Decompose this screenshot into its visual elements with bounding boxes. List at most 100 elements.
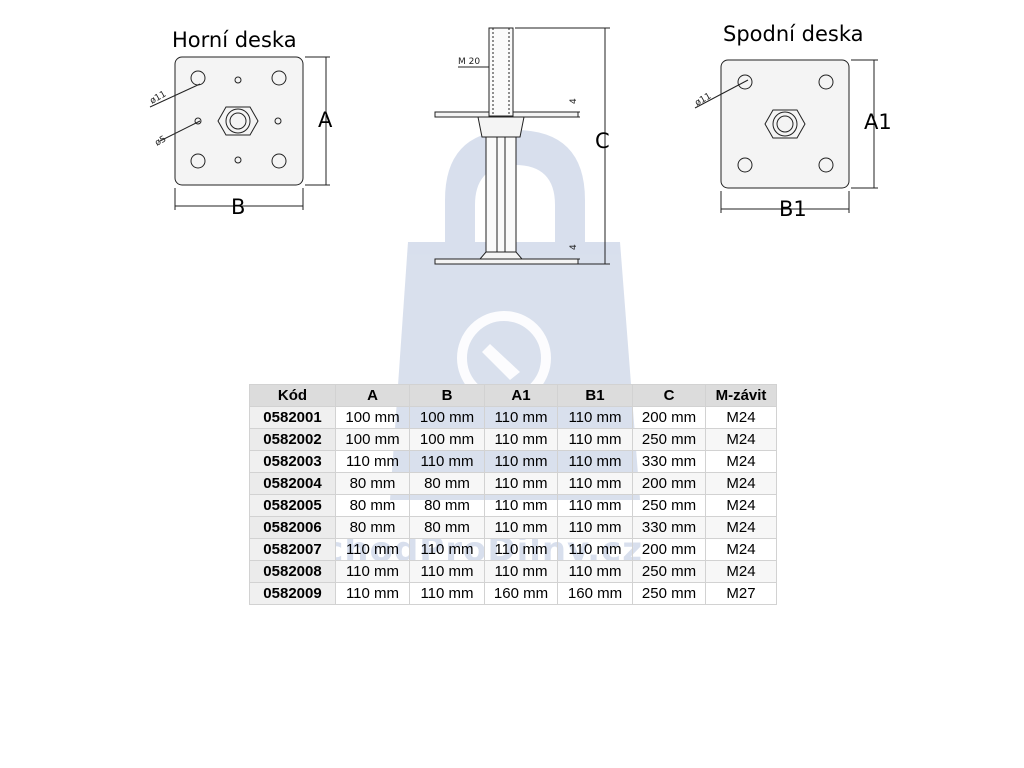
- cell-kod: 0582003: [249, 450, 336, 473]
- cell-kod: 0582002: [249, 428, 336, 451]
- bottom-plate-hole-icon: [818, 74, 834, 90]
- top-plate-dim-b: B: [231, 195, 246, 219]
- table-header-row: Kód A B A1 B1 C M-závit: [249, 384, 777, 407]
- column-header-a1: A1: [484, 384, 558, 407]
- bottom-plate-dim-b1: B1: [779, 197, 807, 221]
- column-header-kod: Kód: [249, 384, 336, 407]
- cell-c: 250 mm: [632, 560, 706, 583]
- cell-kod: 0582005: [249, 494, 336, 517]
- cell-b: 80 mm: [409, 494, 485, 517]
- top-plate: [174, 56, 304, 186]
- cell-b: 110 mm: [409, 538, 485, 561]
- cell-a1: 110 mm: [484, 560, 558, 583]
- cell-b: 80 mm: [409, 516, 485, 539]
- cell-m-zavit: M24: [705, 450, 777, 473]
- bottom-hole-large-label: ø11: [694, 91, 714, 108]
- table-row: 0582006 80 mm 80 mm 110 mm 110 mm 330 mm…: [249, 516, 777, 539]
- top-plate-nut-icon: [217, 106, 259, 136]
- cell-kod: 0582009: [249, 582, 336, 605]
- top-plate-title: Horní deska: [172, 28, 297, 52]
- cell-c: 250 mm: [632, 494, 706, 517]
- cell-a: 110 mm: [335, 450, 410, 473]
- cell-a1: 160 mm: [484, 582, 558, 605]
- cell-b1: 110 mm: [557, 538, 633, 561]
- cell-m-zavit: M24: [705, 428, 777, 451]
- cell-b: 100 mm: [409, 406, 485, 429]
- column-tube: [485, 136, 517, 260]
- cell-c: 330 mm: [632, 450, 706, 473]
- cell-m-zavit: M24: [705, 538, 777, 561]
- table-row: 0582009 110 mm 110 mm 160 mm 160 mm 250 …: [249, 582, 777, 605]
- table-row: 0582003 110 mm 110 mm 110 mm 110 mm 330 …: [249, 450, 777, 473]
- cell-a1: 110 mm: [484, 450, 558, 473]
- cell-kod: 0582008: [249, 560, 336, 583]
- cell-c: 250 mm: [632, 582, 706, 605]
- cell-kod: 0582001: [249, 406, 336, 429]
- cell-b1: 110 mm: [557, 516, 633, 539]
- bottom-plate-side: [434, 258, 579, 265]
- column-header-m-zavit: M-závit: [705, 384, 777, 407]
- cell-c: 200 mm: [632, 538, 706, 561]
- cell-a1: 110 mm: [484, 516, 558, 539]
- cell-a1: 110 mm: [484, 494, 558, 517]
- column-header-b1: B1: [557, 384, 633, 407]
- cell-a: 80 mm: [335, 472, 410, 495]
- top-plate-hole-icon: [271, 153, 287, 169]
- column-dim-c: C: [595, 129, 610, 153]
- top-hole-large-label: ø11: [149, 89, 169, 106]
- table-row: 0582007 110 mm 110 mm 110 mm 110 mm 200 …: [249, 538, 777, 561]
- column-header-a: A: [335, 384, 410, 407]
- cell-a1: 110 mm: [484, 538, 558, 561]
- table-row: 0582008 110 mm 110 mm 110 mm 110 mm 250 …: [249, 560, 777, 583]
- bottom-plate-hole-icon: [737, 157, 753, 173]
- table-row: 0582004 80 mm 80 mm 110 mm 110 mm 200 mm…: [249, 472, 777, 495]
- top-hole-small-label: ø5: [154, 134, 169, 148]
- cell-b: 110 mm: [409, 582, 485, 605]
- cell-m-zavit: M24: [705, 406, 777, 429]
- spec-table: Kód A B A1 B1 C M-závit 0582001 100 mm 1…: [249, 384, 777, 605]
- top-plate-small-hole-icon: [234, 76, 242, 84]
- cell-m-zavit: M24: [705, 494, 777, 517]
- cell-a1: 110 mm: [484, 406, 558, 429]
- bottom-plate-hole-icon: [818, 157, 834, 173]
- top-plate-hole-icon: [190, 153, 206, 169]
- bottom-plate-title: Spodní deska: [723, 22, 864, 46]
- cell-a: 100 mm: [335, 406, 410, 429]
- top-plate-hole-icon: [271, 70, 287, 86]
- top-plate-small-hole-icon: [234, 156, 242, 164]
- cell-b1: 160 mm: [557, 582, 633, 605]
- cell-kod: 0582006: [249, 516, 336, 539]
- cell-c: 200 mm: [632, 406, 706, 429]
- technical-drawing: ø11 ø5 M 20 4 4 ø11: [149, 27, 878, 265]
- table-row: 0582001 100 mm 100 mm 110 mm 110 mm 200 …: [249, 406, 777, 429]
- cell-c: 330 mm: [632, 516, 706, 539]
- cell-m-zavit: M24: [705, 516, 777, 539]
- bottom-plate: [720, 59, 850, 189]
- cell-m-zavit: M24: [705, 472, 777, 495]
- cell-a: 80 mm: [335, 516, 410, 539]
- cell-kod: 0582004: [249, 472, 336, 495]
- cell-c: 250 mm: [632, 428, 706, 451]
- bottom-plate-hole-icon: [737, 74, 753, 90]
- cell-m-zavit: M27: [705, 582, 777, 605]
- column-header-c: C: [632, 384, 706, 407]
- thread-label: M 20: [458, 57, 480, 67]
- cell-a: 100 mm: [335, 428, 410, 451]
- cell-a: 110 mm: [335, 538, 410, 561]
- top-plate-dim-a: A: [318, 108, 333, 132]
- bottom-plate-thickness-label: 4: [569, 244, 579, 250]
- nut-side-icon: [477, 116, 525, 138]
- cell-a: 80 mm: [335, 494, 410, 517]
- top-plate-thickness-label: 4: [569, 98, 579, 104]
- top-plate-small-hole-icon: [274, 117, 282, 125]
- bottom-plate-nut-icon: [764, 109, 806, 139]
- column-header-b: B: [409, 384, 485, 407]
- cell-a1: 110 mm: [484, 428, 558, 451]
- cell-b1: 110 mm: [557, 428, 633, 451]
- cell-a1: 110 mm: [484, 472, 558, 495]
- cell-b1: 110 mm: [557, 406, 633, 429]
- cell-b1: 110 mm: [557, 494, 633, 517]
- cell-m-zavit: M24: [705, 560, 777, 583]
- cell-a: 110 mm: [335, 582, 410, 605]
- cell-b: 80 mm: [409, 472, 485, 495]
